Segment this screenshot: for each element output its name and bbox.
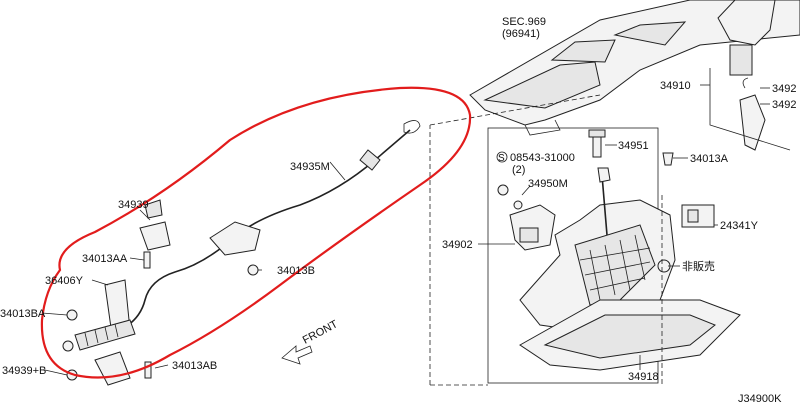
label-3492-b: 3492: [772, 99, 796, 111]
center-console-panel: [469, 0, 800, 136]
shift-lever-assembly: [487, 127, 741, 384]
label-34013ab: 34013AB: [172, 360, 217, 372]
label-24341y: 24341Y: [720, 220, 759, 232]
label-3492-a: 3492: [772, 83, 796, 95]
label-08543-prefix: S: [498, 153, 505, 164]
leader-lines: [41, 84, 770, 376]
shift-knob-assembly: [717, 0, 776, 151]
label-sec969: SEC.969: [502, 16, 546, 28]
label-34935m: 34935M: [290, 161, 330, 173]
shift-cable-assembly: [62, 120, 421, 386]
label-34950m: 34950M: [528, 178, 568, 190]
label-34013ba: 34013BA: [0, 308, 46, 320]
label-08543: 08543-31000: [510, 152, 575, 164]
front-direction-arrow: FRONT: [281, 318, 340, 365]
label-34918: 34918: [628, 371, 659, 383]
label-34013b: 34013B: [277, 265, 315, 277]
assembly-boundary: [429, 94, 601, 386]
front-label: FRONT: [301, 318, 340, 347]
knob-leader-box: [709, 68, 791, 151]
label-34939: 34939: [118, 199, 149, 211]
label-sec969-sub: (96941): [502, 28, 540, 40]
label-not-sold: 非販売: [682, 260, 715, 273]
label-36406y: 36406Y: [45, 275, 84, 287]
figure-code: J34900K: [738, 393, 782, 405]
label-34939b: 34939+B: [2, 365, 46, 377]
label-34951: 34951: [618, 140, 649, 152]
label-34013a: 34013A: [690, 153, 729, 165]
screw-symbol: [496, 151, 508, 163]
highlight-outline: [40, 86, 472, 379]
label-34013aa: 34013AA: [82, 253, 128, 265]
label-34910: 34910: [660, 80, 691, 92]
label-34902: 34902: [442, 239, 473, 251]
label-08543-qty: (2): [512, 164, 525, 176]
